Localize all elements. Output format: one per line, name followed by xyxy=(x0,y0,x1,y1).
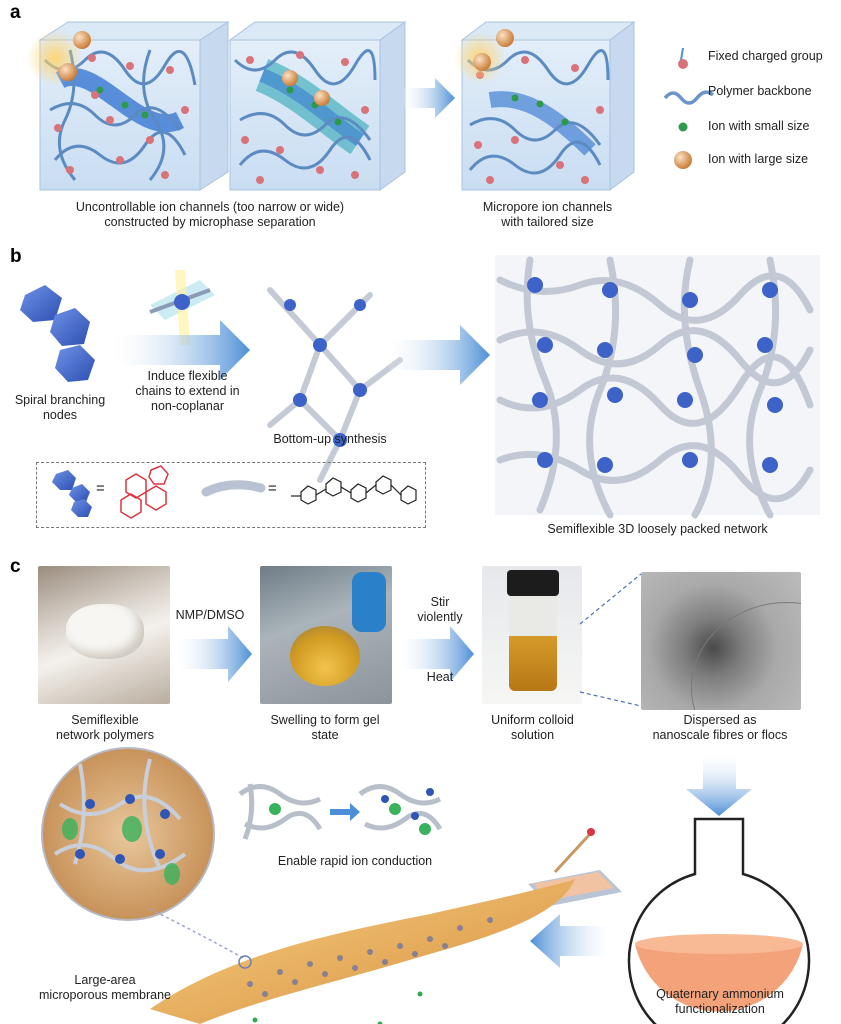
caption-line: Quaternary ammonium xyxy=(656,987,784,1001)
structure-key-graphics xyxy=(52,465,417,519)
caption-line: microporous membrane xyxy=(39,988,171,1002)
heat-label: Heat xyxy=(426,670,454,684)
large-ion-icon xyxy=(674,151,692,169)
legend-label-backbone: Polymer backbone xyxy=(708,84,812,98)
caption-line: Spiral branching xyxy=(14,393,106,407)
flask-icon xyxy=(627,817,811,1024)
caption-line: Large-area xyxy=(74,973,136,987)
membrane-label: Large-area microporous membrane xyxy=(25,973,185,1003)
caption-line: Uncontrollable ion channels (too narrow … xyxy=(75,200,345,214)
photo2-label: Swelling to form gel state xyxy=(245,713,405,743)
caption-line: Dispersed as xyxy=(683,713,757,727)
caption-line: functionalization xyxy=(675,1002,765,1016)
caption-line: Semiflexible xyxy=(71,713,139,727)
flask-label: Quaternary ammonium functionalization xyxy=(625,987,815,1017)
arrow-a xyxy=(404,78,455,118)
caption-line: violently xyxy=(417,610,463,624)
ion-drops xyxy=(252,991,423,1024)
network-label: Semiflexible 3D loosely packed network xyxy=(547,522,768,536)
colloid-solution-photo xyxy=(482,566,582,704)
caption-line: solution xyxy=(510,728,555,742)
network-polymer-photo xyxy=(38,566,170,704)
photo1-label: Semiflexible network polymers xyxy=(25,713,185,743)
chain-structure-icon xyxy=(291,475,417,505)
equals-sign-2: = xyxy=(268,480,277,497)
caption-line: nodes xyxy=(42,408,78,422)
arrow-c2 xyxy=(400,626,474,682)
zoom-line-top xyxy=(579,573,642,625)
panel-a-graphics xyxy=(27,21,715,191)
caption-line: nanoscale fibres or flocs xyxy=(652,728,788,742)
flexible-chain-label: Induce flexible chains to extend in non-… xyxy=(125,369,250,414)
caption-line: Swelling to form gel xyxy=(270,713,380,727)
panel-c-graphics xyxy=(41,573,811,1024)
caption-line: with tailored size xyxy=(501,215,594,229)
caption-line: non-coplanar xyxy=(151,399,224,413)
gel-state-photo xyxy=(260,566,392,704)
large-network-icon xyxy=(495,255,820,519)
legend-label-large-ion: Ion with large size xyxy=(708,152,809,166)
panel-b-graphics xyxy=(20,255,820,519)
photo3-label: Uniform colloid solution xyxy=(465,713,600,743)
conduction-label: Enable rapid ion conduction xyxy=(277,854,433,868)
legend-icons xyxy=(663,47,715,169)
panel-label-b: b xyxy=(10,246,22,267)
arrow-b1 xyxy=(112,320,250,380)
caption-line: Stir xyxy=(430,595,450,609)
membrane-icon xyxy=(150,879,575,1024)
synthesis-label: Bottom-up synthesis xyxy=(273,432,387,446)
membrane-pores xyxy=(247,917,493,997)
cube-narrow-channel xyxy=(27,21,230,191)
tem-micrograph-photo xyxy=(641,572,801,710)
molecule-inset-icon xyxy=(149,270,215,345)
caption-line: Induce flexible xyxy=(147,369,228,383)
panel-label-c: c xyxy=(10,556,21,577)
structure-key-box xyxy=(36,462,426,528)
arrow-c1 xyxy=(178,626,252,682)
legend-label-charged: Fixed charged group xyxy=(708,49,823,63)
ion-conduction-diagram xyxy=(238,783,443,840)
polymer-backbone-icon xyxy=(663,90,715,105)
cube-wide-channel xyxy=(228,21,407,191)
caption-line: Uniform colloid xyxy=(491,713,574,727)
caption-micropore: Micropore ion channels with tailored siz… xyxy=(455,200,640,230)
stir-label: Stir violently xyxy=(405,595,475,625)
panel-label-a: a xyxy=(10,2,21,23)
cube-micropore-channel xyxy=(454,21,636,191)
zoom-line-bottom xyxy=(579,691,642,707)
solvent-label: NMP/DMSO xyxy=(175,608,245,622)
equals-sign-1: = xyxy=(96,480,105,497)
caption-line: network polymers xyxy=(56,728,154,742)
small-network-icon xyxy=(267,287,403,483)
spiral-node-label: Spiral branching nodes xyxy=(10,393,110,423)
chain-key-icon xyxy=(201,480,266,497)
charged-group-icon xyxy=(678,59,688,69)
caption-line: chains to extend in xyxy=(135,384,240,398)
small-ion-icon xyxy=(678,122,688,132)
caption-line: state xyxy=(311,728,339,742)
legend-label-small-ion: Ion with small size xyxy=(708,119,810,133)
photo4-label: Dispersed as nanoscale fibres or flocs xyxy=(630,713,810,743)
spirobifluorene-structure-icon xyxy=(120,465,169,519)
arrow-c-left xyxy=(530,914,610,968)
caption-line: constructed by microphase separation xyxy=(104,215,316,229)
node-key-icon xyxy=(52,470,92,517)
arrow-b2 xyxy=(388,325,490,385)
caption-line: Micropore ion channels xyxy=(482,200,613,214)
caption-uncontrollable: Uncontrollable ion channels (too narrow … xyxy=(40,200,380,230)
arrow-c-down xyxy=(686,754,752,816)
spiral-node-icon xyxy=(20,285,95,382)
